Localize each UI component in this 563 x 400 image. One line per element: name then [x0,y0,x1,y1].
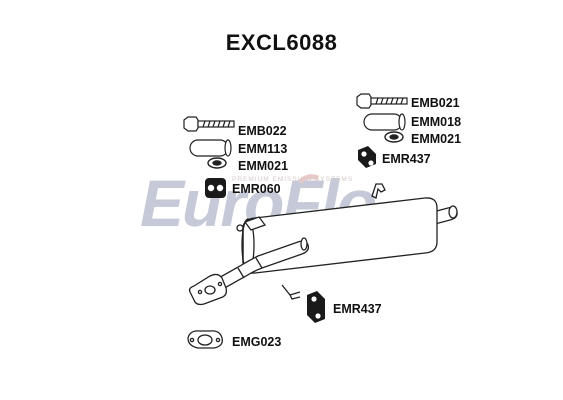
rubber-mount-emr437-bottom [307,291,325,323]
sleeve-emm018 [363,113,406,131]
label-emb022: EMB022 [238,124,287,138]
label-emg023: EMG023 [232,335,282,349]
label-emm113: EMM113 [238,142,288,156]
diagram-title: EXCL6088 [225,30,338,55]
rubber-hanger-emr060 [205,178,226,198]
watermark-tagline: PREMIUM EMISSION SYSTEMS [232,176,354,183]
bolt-emb022 [183,116,235,132]
label-emm021-left: EMM021 [238,159,289,173]
label-emm018: EMM018 [411,115,462,129]
label-emr437-top: EMR437 [382,152,431,166]
label-emr437-bottom: EMR437 [333,302,382,316]
label-emb021: EMB021 [411,96,460,110]
bolt-emb021 [356,93,408,109]
washer-emm021-left [207,157,227,169]
rubber-mount-emr437-top [358,146,376,168]
gasket-emg023 [187,330,223,349]
label-emr060: EMR060 [232,182,281,196]
washer-emm021-right [384,131,404,143]
sleeve-emm113 [189,139,232,157]
watermark-swoosh [298,174,319,184]
label-emm021-right: EMM021 [411,132,462,146]
rear-silencer-assembly [188,183,458,306]
